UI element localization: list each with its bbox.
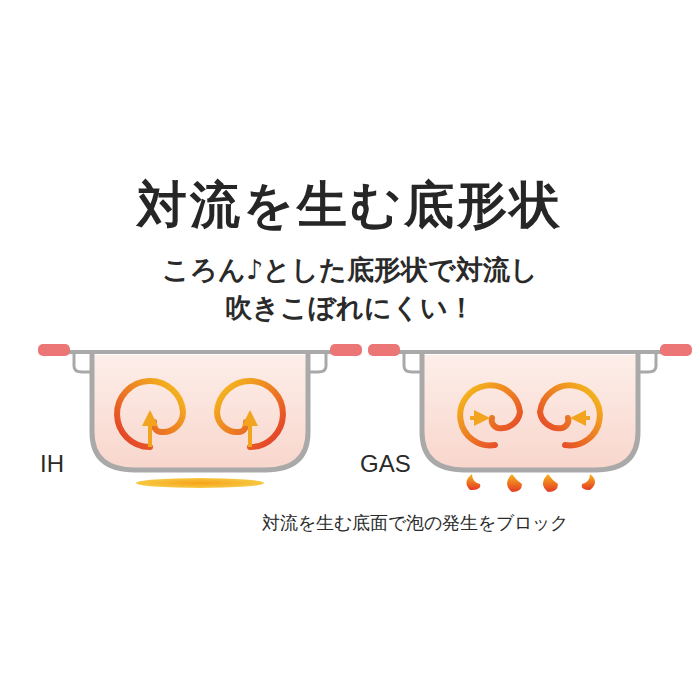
gas-pot [368, 344, 692, 492]
title: 対流を生む底形状 [137, 172, 563, 239]
heat-label: GAS [360, 450, 411, 478]
note: 対流を生む底面で泡の発生をブロック [262, 511, 568, 535]
heat-label: IH [40, 450, 64, 478]
subtitle: ころん♪とした底形状で対流し [162, 252, 538, 288]
ih-pot [38, 344, 362, 488]
subtitle: 吹きこぼれにくい！ [225, 290, 475, 326]
